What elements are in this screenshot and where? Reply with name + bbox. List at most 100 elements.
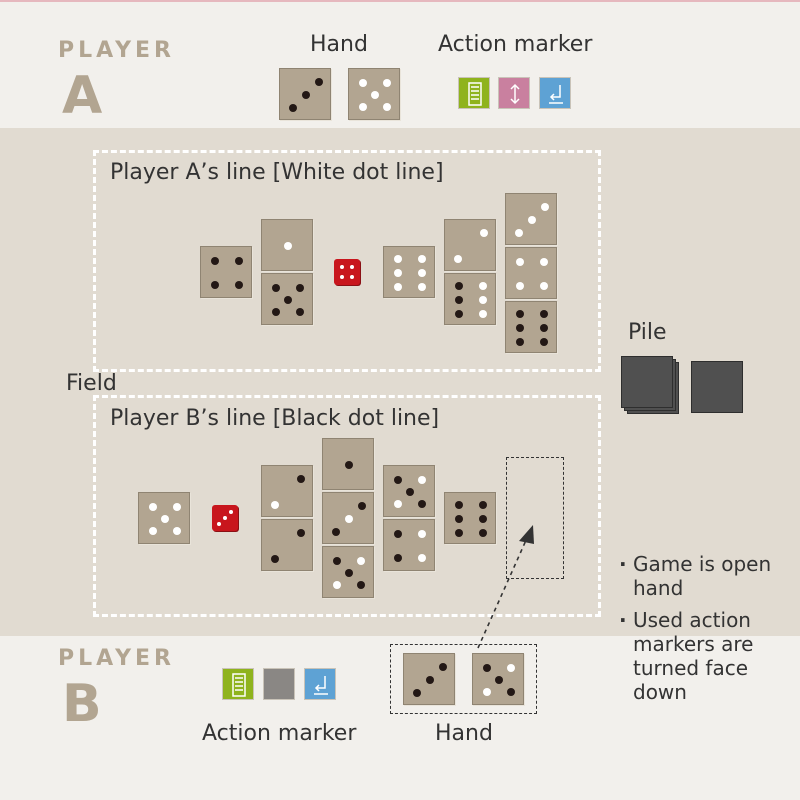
player-b-line-die[interactable]: [383, 519, 435, 571]
player-b-red-die[interactable]: [212, 505, 238, 531]
die-pip: [418, 255, 426, 263]
die-pip: [426, 676, 434, 684]
die-pip: [413, 689, 421, 697]
player-a-line-die[interactable]: [261, 219, 313, 271]
red-die-pip: [223, 516, 227, 520]
die-pip: [211, 281, 219, 289]
move-arrow-head: [519, 525, 534, 544]
player-b-line-die[interactable]: [322, 438, 374, 490]
die-pip: [345, 569, 353, 577]
player-b-line-die[interactable]: [261, 519, 313, 571]
pile-stack-card[interactable]: [621, 356, 673, 408]
player-b-line-area: [93, 395, 601, 617]
note-face-down: Used action markers are turned face down: [619, 608, 789, 704]
die-pip: [271, 501, 279, 509]
player-a-line-die[interactable]: [505, 301, 557, 353]
player-a-line-die[interactable]: [505, 247, 557, 299]
die-pip: [235, 281, 243, 289]
player-b-line-die[interactable]: [322, 492, 374, 544]
player-b-action-marker-face-down[interactable]: [263, 668, 295, 700]
placement-target-slot[interactable]: [506, 457, 564, 579]
die-pip: [272, 308, 280, 316]
stack-lines-icon: [468, 82, 482, 106]
return-arrow-icon: [314, 676, 328, 695]
die-pip: [315, 78, 323, 86]
die-pip: [418, 476, 426, 484]
up-down-arrow-icon: [510, 83, 520, 105]
die-pip: [418, 269, 426, 277]
player-b-action-marker-return[interactable]: [304, 668, 336, 700]
player-a-line-die[interactable]: [200, 246, 252, 298]
die-pip: [271, 555, 279, 563]
die-pip: [540, 324, 548, 332]
player-b-line-die[interactable]: [383, 465, 435, 517]
die-pip: [272, 284, 280, 292]
die-pip: [297, 475, 305, 483]
player-b-line-title: Player B’s line [Black dot line]: [110, 406, 440, 431]
player-a-line-title: Player A’s line [White dot line]: [110, 160, 444, 185]
stack-lines-icon: [232, 673, 246, 697]
die-pip: [161, 515, 169, 523]
player-a-hand-label: Hand: [310, 32, 368, 57]
player-a-line-die[interactable]: [383, 246, 435, 298]
die-pip: [394, 269, 402, 277]
die-pip: [541, 203, 549, 211]
die-pip: [540, 310, 548, 318]
player-b-hand-die[interactable]: [403, 653, 455, 705]
die-pip: [394, 554, 402, 562]
die-pip: [383, 103, 391, 111]
player-b-line-die[interactable]: [261, 465, 313, 517]
die-pip: [479, 282, 487, 290]
die-pip: [359, 103, 367, 111]
die-pip: [507, 688, 515, 696]
die-pip: [507, 664, 515, 672]
player-a-hand-die[interactable]: [279, 68, 331, 120]
player-b-line-die[interactable]: [138, 492, 190, 544]
player-a-line-die[interactable]: [444, 219, 496, 271]
die-pip: [345, 515, 353, 523]
player-a-hand-die[interactable]: [348, 68, 400, 120]
die-pip: [528, 216, 536, 224]
die-pip: [394, 255, 402, 263]
player-a-action-marker-swap[interactable]: [498, 77, 530, 109]
player-a-line-die[interactable]: [261, 273, 313, 325]
player-b-line-die[interactable]: [444, 492, 496, 544]
die-pip: [289, 104, 297, 112]
die-pip: [357, 557, 365, 565]
red-die-pip: [229, 510, 233, 514]
die-pip: [455, 296, 463, 304]
die-pip: [296, 284, 304, 292]
die-pip: [455, 529, 463, 537]
die-pip: [418, 554, 426, 562]
player-a-line-die[interactable]: [505, 193, 557, 245]
die-pip: [173, 503, 181, 511]
player-a-letter: A: [62, 66, 103, 126]
field-label: Field: [66, 371, 117, 396]
red-die-pip: [350, 265, 354, 269]
die-pip: [483, 664, 491, 672]
die-pip: [173, 527, 181, 535]
player-a-line-die[interactable]: [444, 273, 496, 325]
move-arrow-line: [477, 537, 528, 649]
die-pip: [479, 296, 487, 304]
die-pip: [149, 503, 157, 511]
die-pip: [418, 500, 426, 508]
die-pip: [540, 282, 548, 290]
die-pip: [454, 255, 462, 263]
die-pip: [516, 324, 524, 332]
pile-card[interactable]: [691, 361, 743, 413]
player-a-action-marker-return[interactable]: [539, 77, 571, 109]
die-pip: [483, 688, 491, 696]
player-a-action-marker-stack[interactable]: [458, 77, 490, 109]
player-a-red-die[interactable]: [334, 259, 360, 285]
die-pip: [455, 501, 463, 509]
player-b-hand-die[interactable]: [472, 653, 524, 705]
die-pip: [211, 257, 219, 265]
die-pip: [479, 529, 487, 537]
die-pip: [516, 258, 524, 266]
player-b-hand-label: Hand: [435, 721, 493, 746]
die-pip: [495, 676, 503, 684]
player-b-line-die[interactable]: [322, 546, 374, 598]
player-b-action-marker-stack[interactable]: [222, 668, 254, 700]
